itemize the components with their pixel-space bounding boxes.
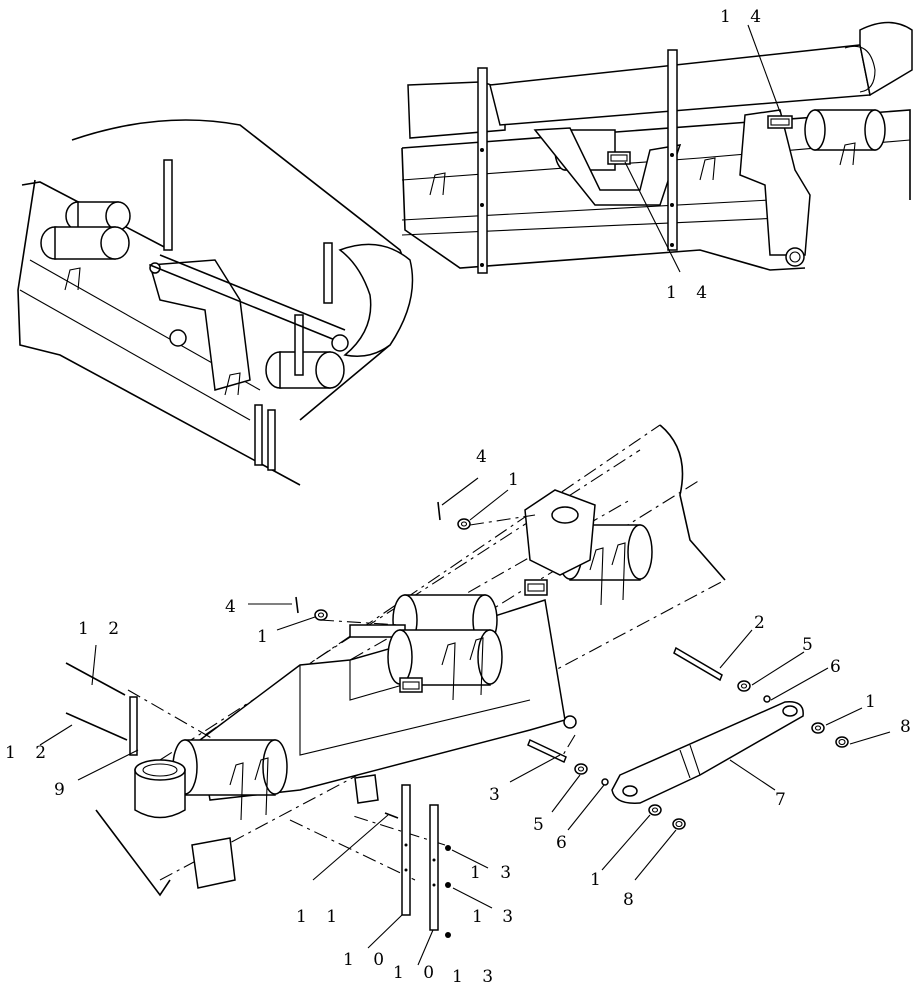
callout-6-upper: 6: [830, 657, 848, 677]
callout-6-lower: 6: [556, 833, 574, 853]
decal-right: [767, 115, 793, 129]
washer-6-lower: [601, 778, 609, 786]
callout-1-lower: 1: [590, 870, 608, 890]
callout-14-bottom: 1 4: [666, 283, 714, 303]
pin-2: [673, 646, 723, 682]
main-exploded-view: [65, 424, 849, 938]
callout-13-a: 1 3: [470, 863, 518, 883]
callout-4-lower: 4: [225, 597, 243, 617]
roller-middle: [387, 629, 503, 686]
pin-4-upper: [437, 501, 441, 521]
callout-8-lower: 8: [623, 890, 641, 910]
callout-10-right: 1 0: [393, 963, 441, 983]
center-bracket: [149, 259, 251, 391]
callout-leaders: [39, 24, 891, 966]
strap-left: [163, 159, 173, 251]
pin-4-lower: [295, 596, 299, 614]
nut-13-b: [445, 882, 451, 888]
upper-bracket: [524, 489, 596, 596]
callout-7: 7: [775, 790, 793, 810]
washer-1-upper: [457, 518, 471, 530]
nut-8-lower: [672, 818, 686, 830]
callout-11: 1 1: [296, 907, 344, 927]
inset-view-right: [401, 21, 913, 274]
callout-5-lower: 5: [533, 815, 551, 835]
link-arm-7: [611, 701, 804, 804]
rod-12-upper: [65, 662, 126, 696]
washer-1-lower: [648, 804, 662, 816]
top-tube-left: [407, 81, 506, 139]
nut-13-c: [445, 932, 451, 938]
callout-2: 2: [754, 613, 772, 633]
callout-5-upper: 5: [802, 635, 820, 655]
callout-9: 9: [54, 780, 72, 800]
callout-14-top: 1 4: [720, 7, 768, 27]
bolt-11: [384, 812, 399, 819]
spacer-5-upper: [737, 680, 751, 692]
callout-labels: 1 4 1 4 4 1 4 1 1 2 1 2 9 2 5 6 1 8 3 5 …: [5, 7, 918, 987]
nut-8-right: [835, 736, 849, 748]
strap-10-left: [401, 784, 411, 916]
pin-3: [527, 738, 567, 764]
end-cylinder: [134, 759, 186, 819]
strap-10-right: [429, 804, 439, 931]
frame-box: [191, 837, 236, 889]
spacer-5-lower: [574, 763, 588, 775]
callout-1-right: 1: [865, 692, 883, 712]
washer-1-right: [811, 722, 825, 734]
callout-10-left: 1 0: [343, 950, 391, 970]
callout-1-left: 1: [257, 627, 275, 647]
strap-right-a: [477, 67, 488, 274]
inset-view-left: [17, 119, 414, 486]
callout-13-b: 1 3: [472, 907, 520, 927]
callout-13-c: 1 3: [452, 967, 500, 987]
callout-3: 3: [489, 785, 507, 805]
roller-left: [172, 739, 288, 796]
plate-9: [129, 696, 138, 756]
callout-8-right: 8: [900, 717, 918, 737]
callout-12-lower: 1 2: [5, 743, 53, 763]
strap-right-b: [667, 49, 678, 251]
washer-1-left: [314, 609, 328, 621]
callout-4-upper: 4: [476, 447, 494, 467]
rod-12-lower: [65, 712, 128, 741]
callout-12-upper: 1 2: [78, 619, 126, 639]
callout-1-upper: 1: [508, 470, 526, 490]
pivot-boss: [563, 715, 577, 729]
washer-6-upper: [763, 695, 771, 703]
nut-13-a: [445, 845, 451, 851]
